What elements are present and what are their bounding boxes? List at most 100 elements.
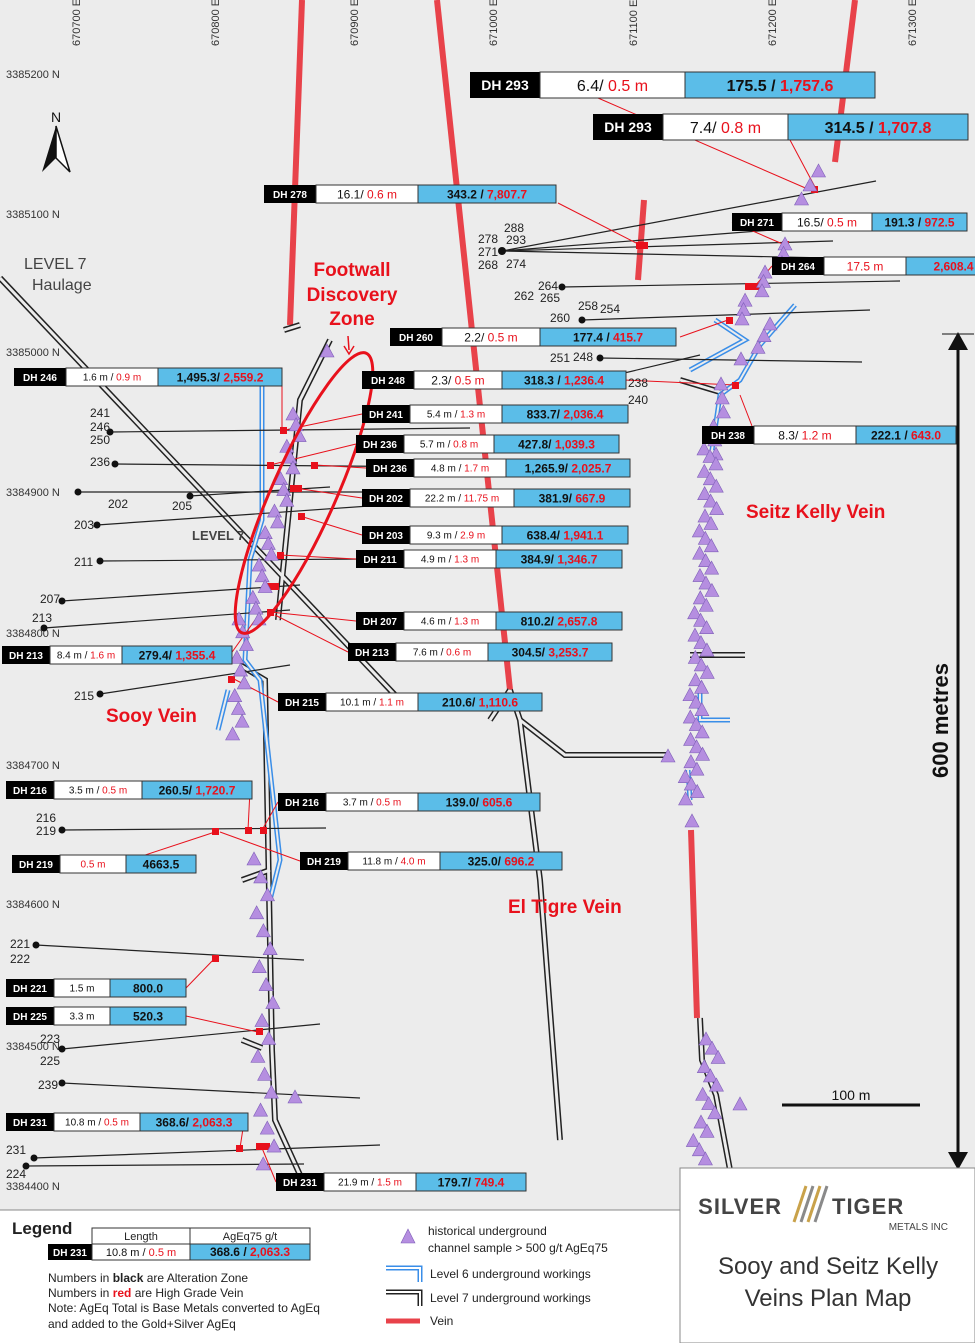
svg-text:368.6 / 2,063.3: 368.6 / 2,063.3 [210,1245,290,1259]
svg-text:7.6 m / 0.6 m: 7.6 m / 0.6 m [413,648,471,659]
channel-sample-icon [685,1132,701,1147]
drill-hole-number: 288 [504,221,524,235]
channel-sample-icon [702,471,718,486]
drill-hole-number: 239 [38,1078,58,1092]
channel-sample-icon [687,649,703,664]
level7-haulage-label: LEVEL 7 [24,256,87,273]
svg-text:AgEq75 g/t: AgEq75 g/t [223,1231,277,1243]
channel-sample-icon [688,672,704,687]
channel-sample-icon [750,339,766,354]
svg-text:DH 231: DH 231 [53,1248,87,1259]
svg-text:DH 241: DH 241 [369,410,403,421]
svg-text:N: N [51,109,61,125]
drill-hole-number: 205 [172,499,192,513]
channel-sample-icon [259,1120,275,1135]
channel-sample-icon [225,726,241,741]
svg-text:Level 7 underground workings: Level 7 underground workings [430,1291,591,1305]
channel-sample-icon [698,553,714,568]
scale-100-label: 100 m [832,1087,871,1103]
svg-text:DH 238: DH 238 [711,431,745,442]
channel-sample-icon [732,1096,748,1111]
channel-sample-icon [260,535,276,550]
svg-text:810.2/ 2,657.8: 810.2/ 2,657.8 [521,615,598,629]
channel-sample-icon [693,1114,709,1129]
svg-text:DH 219: DH 219 [19,860,53,871]
channel-sample-icon [698,1031,714,1046]
channel-sample-icon [704,582,720,597]
svg-text:179.7/ 749.4: 179.7/ 749.4 [438,1176,505,1190]
drill-hole-number: 238 [628,376,648,390]
channel-sample-icon [263,1084,279,1099]
svg-text:16.1/ 0.6 m: 16.1/ 0.6 m [337,187,397,201]
drill-hole-number: 221 [10,937,30,951]
channel-sample-icon [236,675,252,690]
channel-sample-icon [691,1142,707,1157]
channel-sample-icon [693,657,709,672]
svg-text:Length: Length [124,1231,158,1243]
channel-sample-icon [699,1123,715,1138]
svg-text:DH 213: DH 213 [9,651,43,662]
svg-text:DH 278: DH 278 [273,190,307,201]
svg-text:9.3 m / 2.9 m: 9.3 m / 2.9 m [427,531,485,542]
svg-text:channel sample > 500 g/t AgE: channel sample > 500 g/t AgEq75 [428,1241,608,1255]
channel-sample-icon [254,568,270,583]
easting-label: 671100 E [628,0,640,46]
channel-sample-icon [227,688,243,702]
channel-sample-icon [754,283,770,298]
channel-sample-icon [734,311,750,326]
svg-text:DH 225: DH 225 [13,1012,47,1023]
channel-sample-icon [238,636,254,651]
northing-label: 3384800 N [6,628,60,640]
channel-sample-icon [696,1059,712,1073]
channel-sample-icon [677,769,693,783]
logo-text: SILVER [698,1194,782,1219]
level7-label: LEVEL 7 [192,528,245,543]
svg-text:177.4 / 415.7: 177.4 / 415.7 [573,330,643,344]
channel-sample-icon [660,748,676,763]
channel-sample-icon [257,578,273,593]
northing-label: 3385200 N [6,69,60,81]
svg-text:2,608.4: 2,608.4 [933,259,973,273]
svg-text:DH 293: DH 293 [604,119,652,135]
channel-sample-icon [699,620,715,635]
channel-sample-icon [261,1030,277,1045]
channel-sample-icon [713,376,729,391]
svg-text:8.4 m / 1.6 m: 8.4 m / 1.6 m [57,651,115,662]
sample-legend-icon [400,1228,416,1244]
svg-text:17.5 m: 17.5 m [847,259,884,273]
channel-sample-icon [762,316,778,331]
svg-text:DH 211: DH 211 [363,555,397,566]
svg-text:0.5 m: 0.5 m [80,860,105,871]
channel-sample-icon [257,525,273,539]
svg-text:DH 260: DH 260 [399,333,433,344]
channel-sample-icon [230,700,246,715]
drill-hole-number: 274 [506,257,526,271]
channel-sample-icon [683,731,699,746]
svg-text:DH 213: DH 213 [355,648,389,659]
vein-west [287,0,305,326]
channel-sample-icon [697,1151,713,1166]
svg-text:191.3 / 972.5: 191.3 / 972.5 [884,215,954,229]
scale-600-label: 600 metres [928,663,953,778]
svg-text:4.9 m / 1.3 m: 4.9 m / 1.3 m [421,555,479,566]
svg-text:4.6 m / 1.3 m: 4.6 m / 1.3 m [421,617,479,628]
channel-sample-icon [708,478,724,493]
drill-hole-number: 231 [6,1143,26,1157]
svg-text:4663.5: 4663.5 [143,858,180,872]
svg-text:DH 271: DH 271 [740,218,774,229]
level7-haulage-label: Haulage [32,277,92,294]
svg-text:210.6/ 1,110.6: 210.6/ 1,110.6 [442,696,518,710]
logo-subtext: METALS INC [889,1222,948,1233]
channel-sample-icon [708,1077,724,1092]
easting-label: 671200 E [767,0,779,46]
channel-sample-icon [270,514,286,529]
channel-sample-icon [285,406,301,421]
